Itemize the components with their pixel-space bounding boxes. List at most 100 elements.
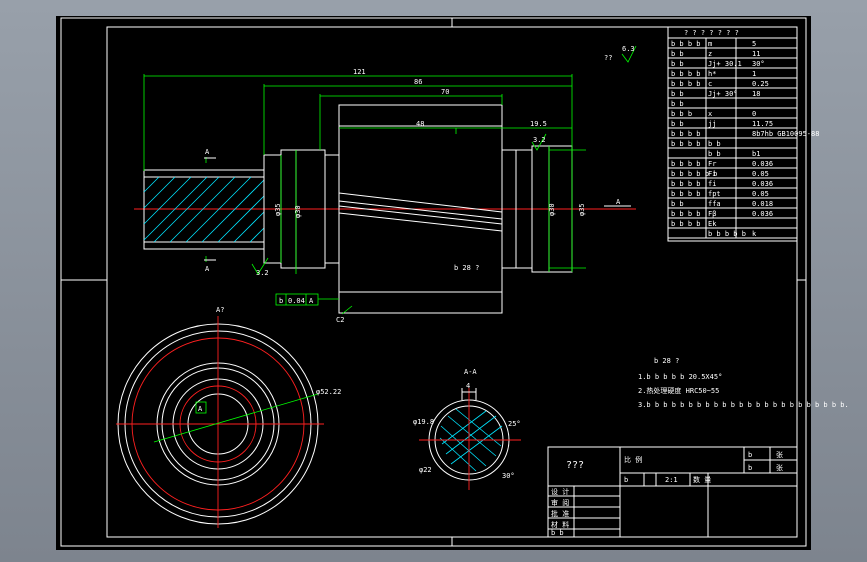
param-cell: b b b b	[671, 190, 701, 198]
drawing-frame	[106, 26, 798, 538]
param-cell: 0.036	[752, 210, 773, 218]
param-cell: x	[708, 110, 712, 118]
param-cell: b b b b	[671, 40, 701, 48]
param-cell: h*	[708, 70, 716, 78]
param-cell: b b b b	[671, 180, 701, 188]
notes-title: b 28 ?	[654, 357, 679, 365]
param-cell: 0	[752, 110, 756, 118]
label-scale: 比 例	[624, 455, 642, 464]
param-cell: b b b b	[671, 220, 701, 228]
param-cell: Fr	[708, 160, 716, 168]
sheet-a: b	[748, 451, 752, 459]
param-cell: 5	[752, 40, 756, 48]
tolerance-symbol: b	[279, 297, 283, 305]
param-cell: 11.75	[752, 120, 773, 128]
param-cell: b b b b b b	[671, 170, 717, 178]
param-cell: 30°	[752, 60, 765, 68]
end-view: A? φ52.22 A	[116, 306, 341, 528]
section-a-a: A-A 4 φ19.8 φ22 25° 30°	[413, 368, 521, 490]
param-cell: Jj+ 30.1	[708, 60, 742, 68]
end-view-leader	[153, 393, 319, 443]
label-check: 审 阅	[551, 498, 569, 507]
param-cell: b b	[708, 150, 721, 158]
param-cell: b b	[708, 140, 721, 148]
param-cell: b b	[671, 60, 684, 68]
dim-121: 121	[353, 68, 366, 76]
shaft-main-view: 121 86 70 48 19.5 φ35 φ30 φ30 φ35 A A A …	[134, 45, 637, 324]
sheet-border	[60, 17, 807, 547]
drawing-name: ???	[566, 460, 584, 471]
scale-value: 2:1	[665, 476, 678, 484]
dimension-lines	[143, 74, 586, 274]
label-blank: b	[624, 476, 628, 484]
chamfer-c2: C2	[336, 316, 344, 324]
section-mark-a-right: A	[616, 198, 621, 206]
param-cell: b b b	[671, 110, 692, 118]
dim-70: 70	[441, 88, 449, 96]
param-cell: ffa	[708, 200, 721, 208]
param-cell: Ek	[708, 220, 717, 228]
param-cell: 0.05	[752, 170, 769, 178]
param-cell: 18	[752, 90, 760, 98]
section-dim-4: 4	[466, 382, 470, 390]
param-cell: k	[752, 230, 757, 238]
datum-a: A	[198, 405, 203, 413]
section-dim-25: 25°	[508, 420, 521, 428]
datum-box	[195, 401, 207, 414]
param-cell: 0.036	[752, 180, 773, 188]
param-cell: jj	[708, 120, 716, 128]
param-cell: z	[708, 50, 712, 58]
section-dim-22: φ22	[419, 466, 432, 474]
param-cell: c	[708, 80, 712, 88]
param-cell: b b b b	[671, 210, 701, 218]
spline-section-hatching	[439, 408, 503, 472]
param-cell: b b	[671, 100, 684, 108]
roughness-symbol-top	[621, 45, 637, 63]
section-dim-30: 30°	[502, 472, 515, 480]
param-cell: 0.05	[752, 190, 769, 198]
dim-phi35-left: φ35	[274, 203, 282, 216]
tolerance-value: 0.04	[288, 297, 305, 305]
label-material: 材 料	[551, 520, 569, 529]
end-view-diameter: φ52.22	[316, 388, 341, 396]
param-cell: b b b b	[671, 160, 701, 168]
sheet-d: 张	[776, 463, 783, 472]
param-cell: 1	[752, 70, 756, 78]
section-mark-a-top: A	[205, 148, 210, 156]
label-approve: 批 准	[551, 509, 569, 518]
dim-phi30-right: φ30	[548, 203, 556, 216]
param-cell: b b b b	[671, 140, 701, 148]
spline-hatching	[143, 176, 265, 243]
param-cell: fi	[708, 180, 716, 188]
param-cell: b b	[671, 90, 684, 98]
roughness-note: ??	[604, 54, 612, 62]
param-cell: Fβ	[708, 210, 716, 218]
param-cell: Jj+ 30°	[708, 90, 738, 98]
dim-19-5: 19.5	[530, 120, 547, 128]
roughness-32-left: 3.2	[256, 269, 269, 277]
param-cell: Fi	[708, 170, 716, 178]
dim-phi35-right: φ35	[578, 203, 586, 216]
end-view-label: A?	[216, 306, 224, 314]
roughness-63: 6.3	[622, 45, 635, 53]
section-mark-a-bottom: A	[205, 265, 210, 273]
drawing-canvas[interactable]: 121 86 70 48 19.5 φ35 φ30 φ30 φ35 A A A …	[56, 16, 849, 550]
param-cell: fpt	[708, 190, 721, 198]
param-cell: b b b b	[671, 70, 701, 78]
param-cell: 0.018	[752, 200, 773, 208]
label-misc: b b	[551, 529, 564, 537]
dim-86: 86	[414, 78, 422, 86]
helix-line-1	[338, 192, 503, 213]
param-cell: 0.036	[752, 160, 773, 168]
label-qty: 数 量	[693, 475, 711, 484]
param-cell: b b	[671, 50, 684, 58]
param-cell: b b	[671, 200, 684, 208]
sheet-c: 张	[776, 450, 783, 459]
roughness-symbol-left	[251, 257, 269, 275]
tolerance-frame	[275, 293, 319, 306]
sheet-b: b	[748, 464, 752, 472]
dim-48: 48	[416, 120, 424, 128]
technical-notes: b 28 ? 1.b b b b b 20.5X45° 2.热处理硬度 HRC5…	[638, 357, 849, 409]
